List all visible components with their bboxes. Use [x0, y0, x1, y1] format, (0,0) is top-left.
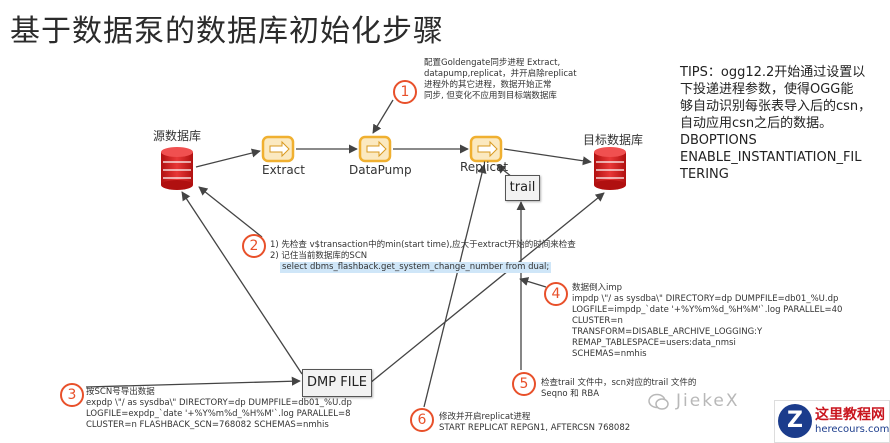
step-4-line: TRANSFORM=DISABLE_ARCHIVE_LOGGING:Y [572, 327, 763, 337]
step-5-badge: 5 [512, 372, 536, 396]
arrow-replicat-to-target [503, 148, 592, 166]
step-4-line: CLUSTER=n [572, 316, 623, 326]
arrow-step1-to-datapump [372, 99, 394, 134]
step-2-sql: select dbms_flashback.get_system_change_… [280, 262, 552, 273]
step-4-line: REMAP_TABLESPACE=users:data_nmsi [572, 338, 736, 348]
step-6-text: 修改并开启replicat进程 START REPLICAT REPGN1, A… [439, 412, 630, 434]
arrow-step2-to-source [198, 186, 263, 238]
logo-z-icon: Z [778, 404, 812, 438]
arrow-source-to-extract [195, 148, 261, 168]
step-2-badge: 2 [242, 234, 266, 258]
wechat-icon [648, 393, 669, 410]
step-3-line: expdp \"/ as sysdba\" DIRECTORY=dp DUMPF… [86, 398, 352, 408]
source-db-label: 源数据库 [153, 129, 202, 143]
extract-process-icon [261, 135, 295, 163]
step-1-badge: 1 [393, 80, 417, 104]
target-database-icon [594, 147, 626, 190]
extract-label: Extract [262, 163, 305, 177]
tips-line: 自动应用csn之后的数据。 [680, 116, 833, 131]
step-3-line: LOGFILE=expdp_`date '+%Y%m%d_%H%M'`.log … [86, 409, 351, 419]
arrow-dmp-to-target [369, 192, 605, 384]
step-3-badge: 3 [60, 383, 84, 407]
site-logo[interactable]: Z 这里教程网 herecours.com [774, 400, 890, 443]
tips-line: TERING [680, 167, 729, 182]
datapump-label: DataPump [349, 163, 412, 177]
step-3-line: CLUSTER=n FLASHBACK_SCN=768082 SCHEMAS=n… [86, 420, 329, 430]
arrow-dmp-to-source [181, 191, 303, 375]
step-2-text: 1) 先检查 v$transaction中的min(start time),应大… [270, 240, 576, 273]
step-1-line: 配置Goldengate同步进程 Extract, [424, 58, 561, 68]
logo-url: herecours.com [815, 424, 890, 435]
step-4-badge: 4 [544, 282, 568, 306]
arrow-step6-to-replicat [423, 164, 487, 408]
step-1-line: datapump,replicat，并开启除replicat [424, 69, 577, 79]
step-4-line: 数据倒入imp [572, 283, 623, 293]
step-2-line: 1) 先检查 v$transaction中的min(start time),应大… [270, 240, 576, 250]
trail-file-box: trail [505, 175, 540, 201]
target-db-label: 目标数据库 [583, 133, 644, 147]
tips-line: DBOPTIONS [680, 133, 757, 148]
dmp-file-box: DMP FILE [302, 369, 372, 397]
replicat-process-icon [469, 135, 503, 163]
step-5-text: 检查trail 文件中，scn对应的trail 文件的 Seqno 和 RBA [541, 378, 696, 400]
watermark-text: JiekeX [676, 391, 740, 411]
step-4-line: LOGFILE=impdp_`date '+%Y%m%d_%H%M'`.log … [572, 305, 843, 315]
arrow-step3-to-dmp [85, 376, 301, 388]
step-4-text: 数据倒入imp impdp \"/ as sysdba\" DIRECTORY=… [572, 283, 842, 360]
step-3-line: 按SCN号导出数据 [86, 387, 155, 397]
tips-panel: TIPS：ogg12.2开始通过设置以 下投递进程参数，使得OGG能 够自动识别… [680, 64, 885, 183]
step-5-line: Seqno 和 RBA [541, 389, 600, 399]
datapump-process-icon [358, 135, 392, 163]
source-database-icon [161, 147, 193, 190]
step-6-line: 修改并开启replicat进程 [439, 412, 531, 422]
step-3-text: 按SCN号导出数据 expdp \"/ as sysdba\" DIRECTOR… [86, 387, 352, 431]
step-5-line: 检查trail 文件中，scn对应的trail 文件的 [541, 378, 697, 388]
tips-line: TIPS：ogg12.2开始通过设置以 [680, 65, 866, 80]
step-2-line: 2) 记住当前数据库的SCN [270, 251, 368, 261]
tips-line: 下投递进程参数，使得OGG能 [680, 82, 854, 97]
page-title: 基于数据泵的数据库初始化步骤 [10, 14, 444, 49]
tips-line: ENABLE_INSTANTIATION_FIL [680, 150, 862, 165]
logo-title: 这里教程网 [815, 407, 885, 423]
tips-line: 够自动识别每张表导入后的csn， [680, 99, 872, 114]
step-4-line: SCHEMAS=nmhis [572, 349, 647, 359]
step-1-line: 进程外的其它进程，数据开始正常 [424, 80, 552, 90]
step-6-line: START REPLICAT REPGN1, AFTERCSN 768082 [439, 423, 631, 433]
step-1-line: 同步, 但变化不应用到目标端数据库 [424, 91, 557, 101]
step-6-badge: 6 [410, 408, 434, 432]
step-4-line: impdp \"/ as sysdba\" DIRECTORY=dp DUMPF… [572, 294, 839, 304]
replicat-label: Replicat [460, 160, 509, 174]
arrow-step4 [519, 277, 547, 288]
step-1-text: 配置Goldengate同步进程 Extract, datapump,repli… [424, 58, 577, 102]
